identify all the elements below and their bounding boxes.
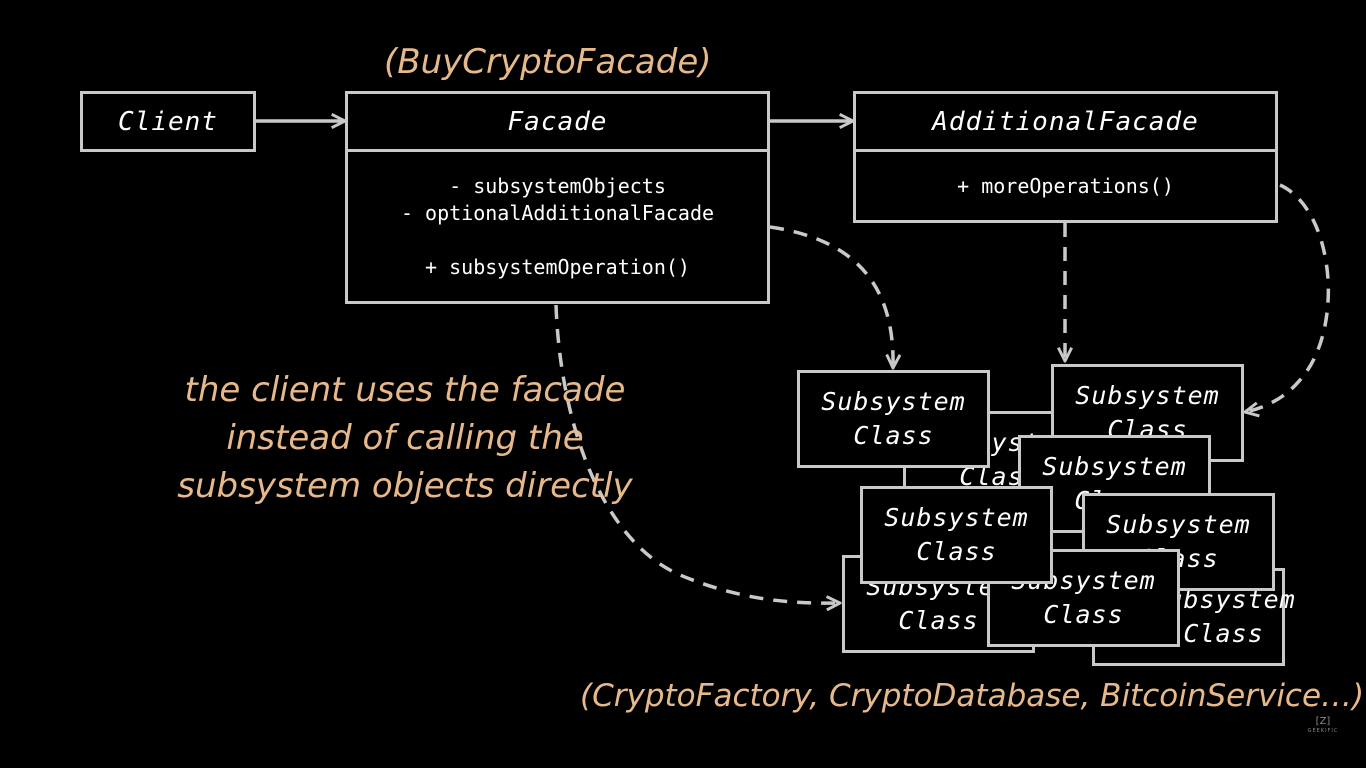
facade-operation: + subsystemOperation() xyxy=(425,255,690,279)
watermark-logo: [Z] GEEKIFIC xyxy=(1302,716,1344,734)
client-usage-annotation: the client uses the facade instead of ca… xyxy=(177,370,633,506)
facade-class-header: Facade xyxy=(348,94,767,152)
additional-facade-header: AdditionalFacade xyxy=(856,94,1275,152)
facade-class-title: Facade xyxy=(507,106,608,137)
facade-dependency-arrow-2 xyxy=(554,304,840,603)
facade-attribute-subsystem-objects: - subsystemObjects xyxy=(449,174,666,198)
facade-attribute-optional-additional: - optionalAdditionalFacade xyxy=(400,201,715,225)
additional-facade-title: AdditionalFacade xyxy=(932,106,1199,137)
additional-facade-operation: + moreOperations() xyxy=(957,174,1174,198)
subsystem-list-label: (CryptoFactory, CryptoDatabase, BitcoinS… xyxy=(580,678,1365,714)
client-class-title: Client xyxy=(118,106,218,137)
facade-dependency-arrow-1 xyxy=(769,225,893,368)
facade-name-label: (BuyCryptoFacade) xyxy=(384,42,712,82)
additional-facade-class-box: AdditionalFacade + moreOperations() xyxy=(853,91,1278,223)
watermark-icon: [Z] xyxy=(1315,716,1331,727)
client-class-box: Client xyxy=(80,91,256,152)
facade-class-box: Facade - subsystemObjects - optionalAddi… xyxy=(345,91,770,304)
